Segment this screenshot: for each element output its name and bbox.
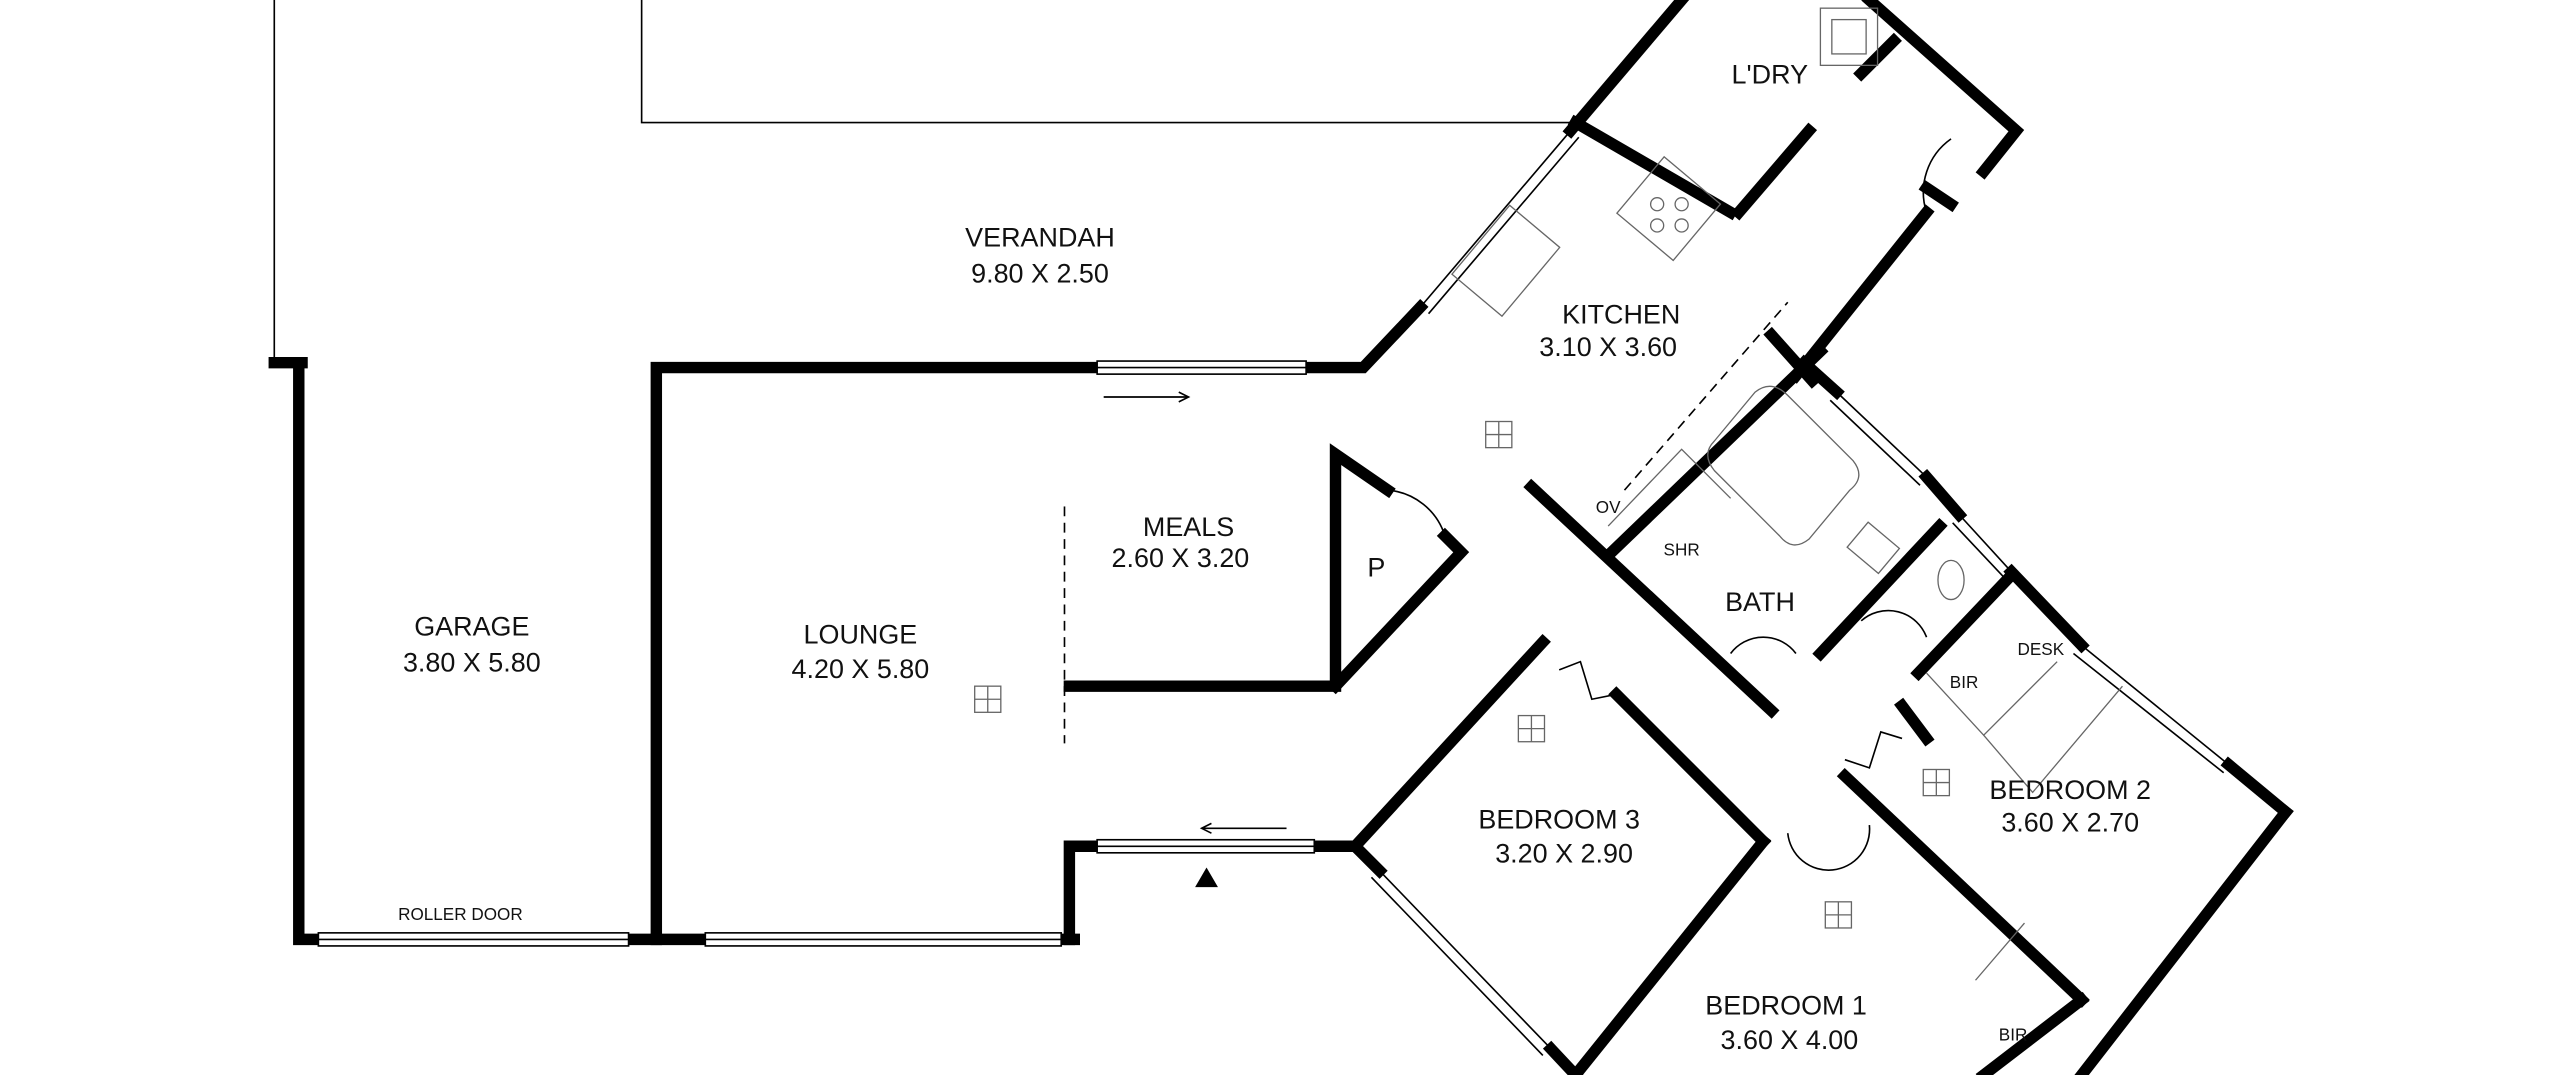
kitchen-name: KITCHEN (1562, 299, 1680, 329)
bedroom2-size: 3.60 X 2.70 (2001, 808, 2139, 838)
garage-size: 3.80 X 5.80 (403, 647, 541, 677)
laundry-name: L'DRY (1732, 59, 1809, 89)
bedroom1-size: 3.60 X 4.00 (1721, 1025, 1859, 1055)
bedroom1-name: BEDROOM 1 (1705, 991, 1867, 1021)
meals-name: MEALS (1143, 512, 1234, 542)
bedroom3-size: 3.20 X 2.90 (1495, 839, 1633, 869)
meals-size: 2.60 X 3.20 (1112, 543, 1250, 573)
windows (317, 0, 2230, 1056)
garage-name: GARAGE (414, 612, 529, 642)
entry-marker-icon (1195, 867, 1218, 888)
fixtures (974, 7, 2123, 981)
room-labels: VERANDAH 9.80 X 2.50 KITCHEN 3.10 X 3.60… (398, 59, 2151, 1055)
bedroom3-name: BEDROOM 3 (1478, 804, 1640, 834)
roller-door-label: ROLLER DOOR (398, 904, 523, 924)
bedroom2-name: BEDROOM 2 (1989, 775, 2151, 805)
kitchen-size: 3.10 X 3.60 (1539, 332, 1677, 362)
shower-label: SHR (1664, 539, 1700, 559)
walls (268, 0, 2294, 1075)
verandah-name: VERANDAH (965, 223, 1115, 253)
lounge-name: LOUNGE (804, 620, 918, 650)
oven-label: OV (1596, 497, 1621, 517)
bath-name: BATH (1725, 587, 1795, 617)
desk-label: DESK (2018, 639, 2065, 659)
bir-bedroom1-label: BIR (1999, 1025, 2028, 1045)
verandah-outline (273, 0, 1576, 363)
pantry-name: P (1367, 553, 1385, 583)
verandah-size: 9.80 X 2.50 (971, 259, 1109, 289)
lounge-size: 4.20 X 5.80 (792, 654, 930, 684)
bir-bedroom2-label: BIR (1950, 672, 1979, 692)
